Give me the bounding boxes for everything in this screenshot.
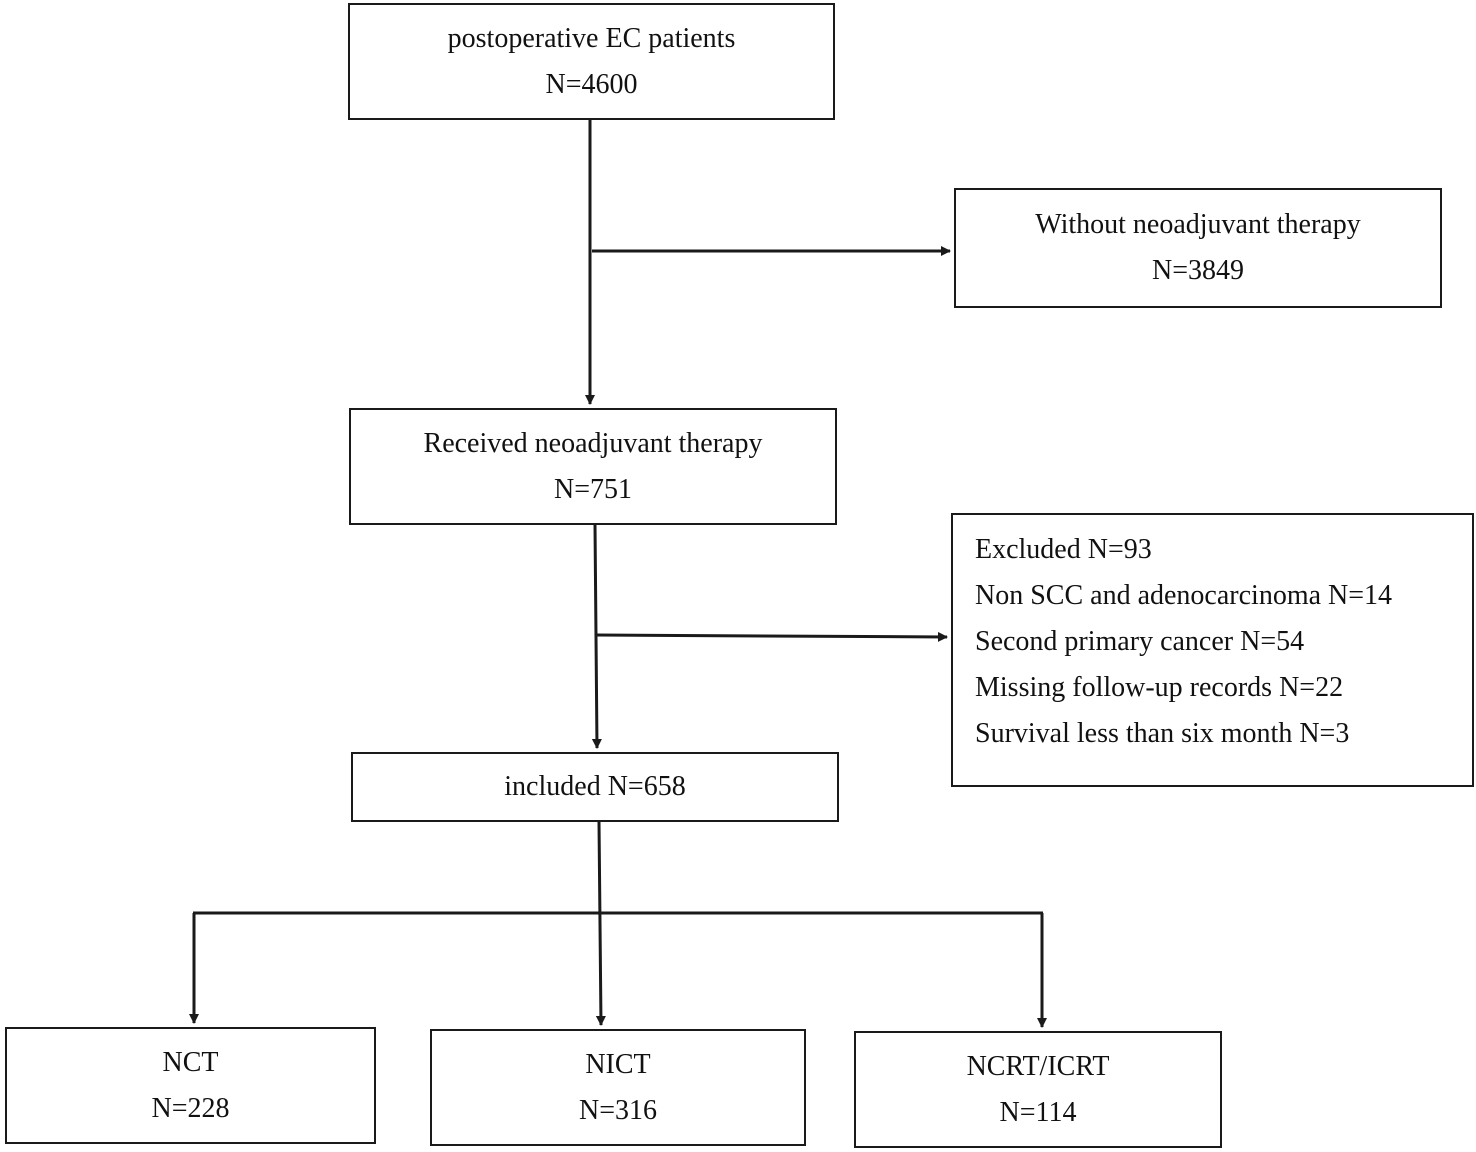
group-box-nct: NCT N=228 <box>5 1027 376 1144</box>
arrow-to-excluded <box>595 631 948 642</box>
without-neoadjuvant-count: N=3849 <box>1151 255 1244 286</box>
received-neoadjuvant-label: Received neoadjuvant therapy <box>423 427 763 459</box>
start-count: N=4600 <box>545 68 638 100</box>
excluded-total: Excluded N=93 <box>975 534 1152 565</box>
group-box-ncrt-icrt: NCRT/ICRT N=114 <box>854 1031 1222 1148</box>
group-nict-label: NICT <box>585 1048 651 1080</box>
received-neoadjuvant-box: Received neoadjuvant therapy N=751 <box>349 408 837 525</box>
group-nct-count: N=228 <box>151 1092 230 1124</box>
received-neoadjuvant-count: N=751 <box>553 473 632 505</box>
excluded-missing-follow-up: Missing follow-up records N=22 <box>975 672 1344 703</box>
group-box-nict: NICT N=316 <box>430 1029 806 1146</box>
start-box: postoperative EC patients N=4600 <box>348 3 835 120</box>
without-neoadjuvant-label: Without neoadjuvant therapy <box>1035 209 1361 240</box>
excluded-box: Excluded N=93 Non SCC and adenocarcinoma… <box>951 513 1474 787</box>
group-nict-count: N=316 <box>578 1094 657 1126</box>
arrow-included-to-nict <box>595 821 606 1026</box>
excluded-second-primary: Second primary cancer N=54 <box>975 626 1305 657</box>
group-ncrt-icrt-count: N=114 <box>999 1096 1077 1128</box>
excluded-short-survival: Survival less than six month N=3 <box>975 718 1350 749</box>
excluded-non-scc: Non SCC and adenocarcinoma N=14 <box>975 580 1393 611</box>
included-box: included N=658 <box>351 752 839 822</box>
without-neoadjuvant-box: Without neoadjuvant therapy N=3849 <box>954 188 1442 308</box>
start-label: postoperative EC patients <box>447 22 736 54</box>
included-label: included N=658 <box>504 771 686 802</box>
group-ncrt-icrt-label: NCRT/ICRT <box>966 1050 1110 1082</box>
group-nct-label: NCT <box>162 1046 219 1078</box>
